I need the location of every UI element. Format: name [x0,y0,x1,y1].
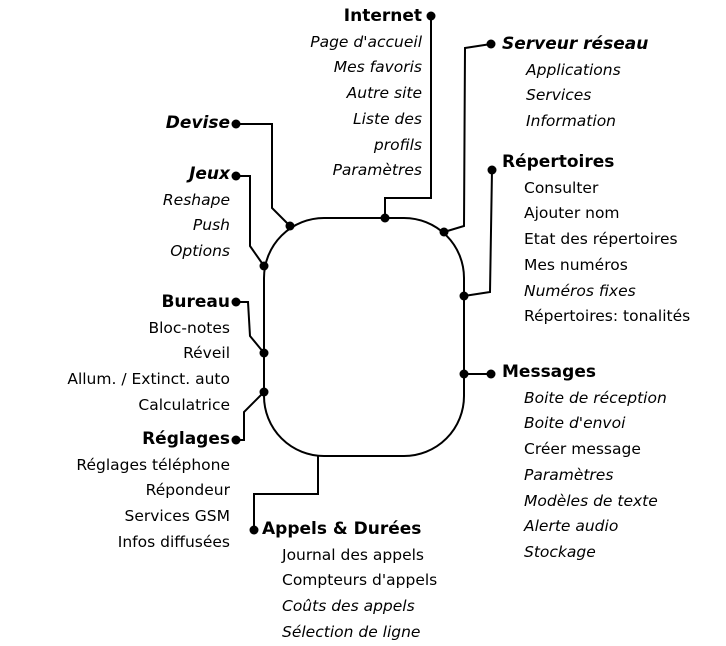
node-dot [285,221,295,231]
menu-title-repertoires: Répertoires [502,152,615,172]
node-dot [231,297,241,307]
menu-item: Répondeur [145,481,230,500]
node-dot [231,435,241,445]
menu-item: Boite d'envoi [524,414,626,433]
menu-item: Créer message [524,440,641,459]
menu-title-bureau: Bureau [161,292,230,312]
menu-item: Infos diffusées [117,532,230,551]
node-dot [231,119,241,129]
menu-item: Journal des appels [282,545,425,564]
menu-item: Mes numéros [524,255,628,274]
menu-item: Réveil [183,344,230,363]
connector-repertoires [463,169,493,297]
node-dot [486,369,496,379]
menu-title-devise: Devise [165,113,230,133]
menu-item: profils [373,135,422,154]
menu-item: Sélection de ligne [282,622,421,641]
menu-item: Services GSM [124,507,230,526]
connector-serveur [443,43,492,233]
menu-title-jeux: Jeux [189,164,230,184]
menu-item: Paramètres [332,161,422,180]
menu-item: Push [192,216,230,235]
menu-item: Alerte audio [524,517,619,536]
node-dot [486,39,496,49]
menu-item: Consulter [524,178,599,197]
menu-item: Réglages téléphone [76,455,230,474]
node-dot [231,171,241,181]
menu-item: Applications [526,60,621,79]
node-dot [259,261,269,271]
menu-item: Autre site [346,84,422,103]
menu-item: Options [170,242,230,261]
node-dot [439,227,449,237]
menu-item: Reshape [162,190,230,209]
menu-title-serveur-reseau: Serveur réseau [502,34,649,54]
menu-title-internet: Internet [343,6,422,26]
menu-devise: Devise [166,111,230,137]
menu-item: Information [526,112,616,131]
menu-item: Mes favoris [333,58,422,77]
menu-title-messages: Messages [502,362,596,382]
menu-item: Stockage [524,542,596,561]
menu-title-appels-durees: Appels & Durées [262,519,422,539]
node-dot [426,11,436,21]
connector-jeux [236,175,265,267]
menu-item: Liste des [352,109,422,128]
menu-item: Boite de réception [524,388,667,407]
menu-item: Page d'accueil [310,32,422,51]
menu-item: Calculatrice [138,395,230,414]
node-dot [459,369,469,379]
menu-item: Etat des répertoires [524,230,678,249]
menu-item: Allum. / Extinct. auto [67,370,230,389]
node-dot [249,525,259,535]
connector-devise [236,123,291,227]
menu-item: Services [526,86,592,105]
menu-item: Numéros fixes [524,281,636,300]
node-dot [459,291,469,301]
connector-bureau [236,301,265,354]
menu-item: Compteurs d'appels [282,571,438,590]
menu-item: Répertoires: tonalités [524,307,691,326]
node-dot [487,165,497,175]
menu-item: Coûts des appels [282,597,415,616]
node-dot [259,387,269,397]
central-hub-outline [263,217,465,457]
menu-item: Bloc-notes [148,318,230,337]
node-dot [380,213,390,223]
menu-item: Paramètres [524,465,614,484]
node-dot [259,348,269,358]
menu-item: Modèles de texte [524,491,658,510]
connector-appels [253,456,319,530]
menu-item: Ajouter nom [524,204,620,223]
connector-internet [384,16,432,218]
connector-reglages [236,391,265,441]
menu-title-reglages: Réglages [142,429,230,449]
